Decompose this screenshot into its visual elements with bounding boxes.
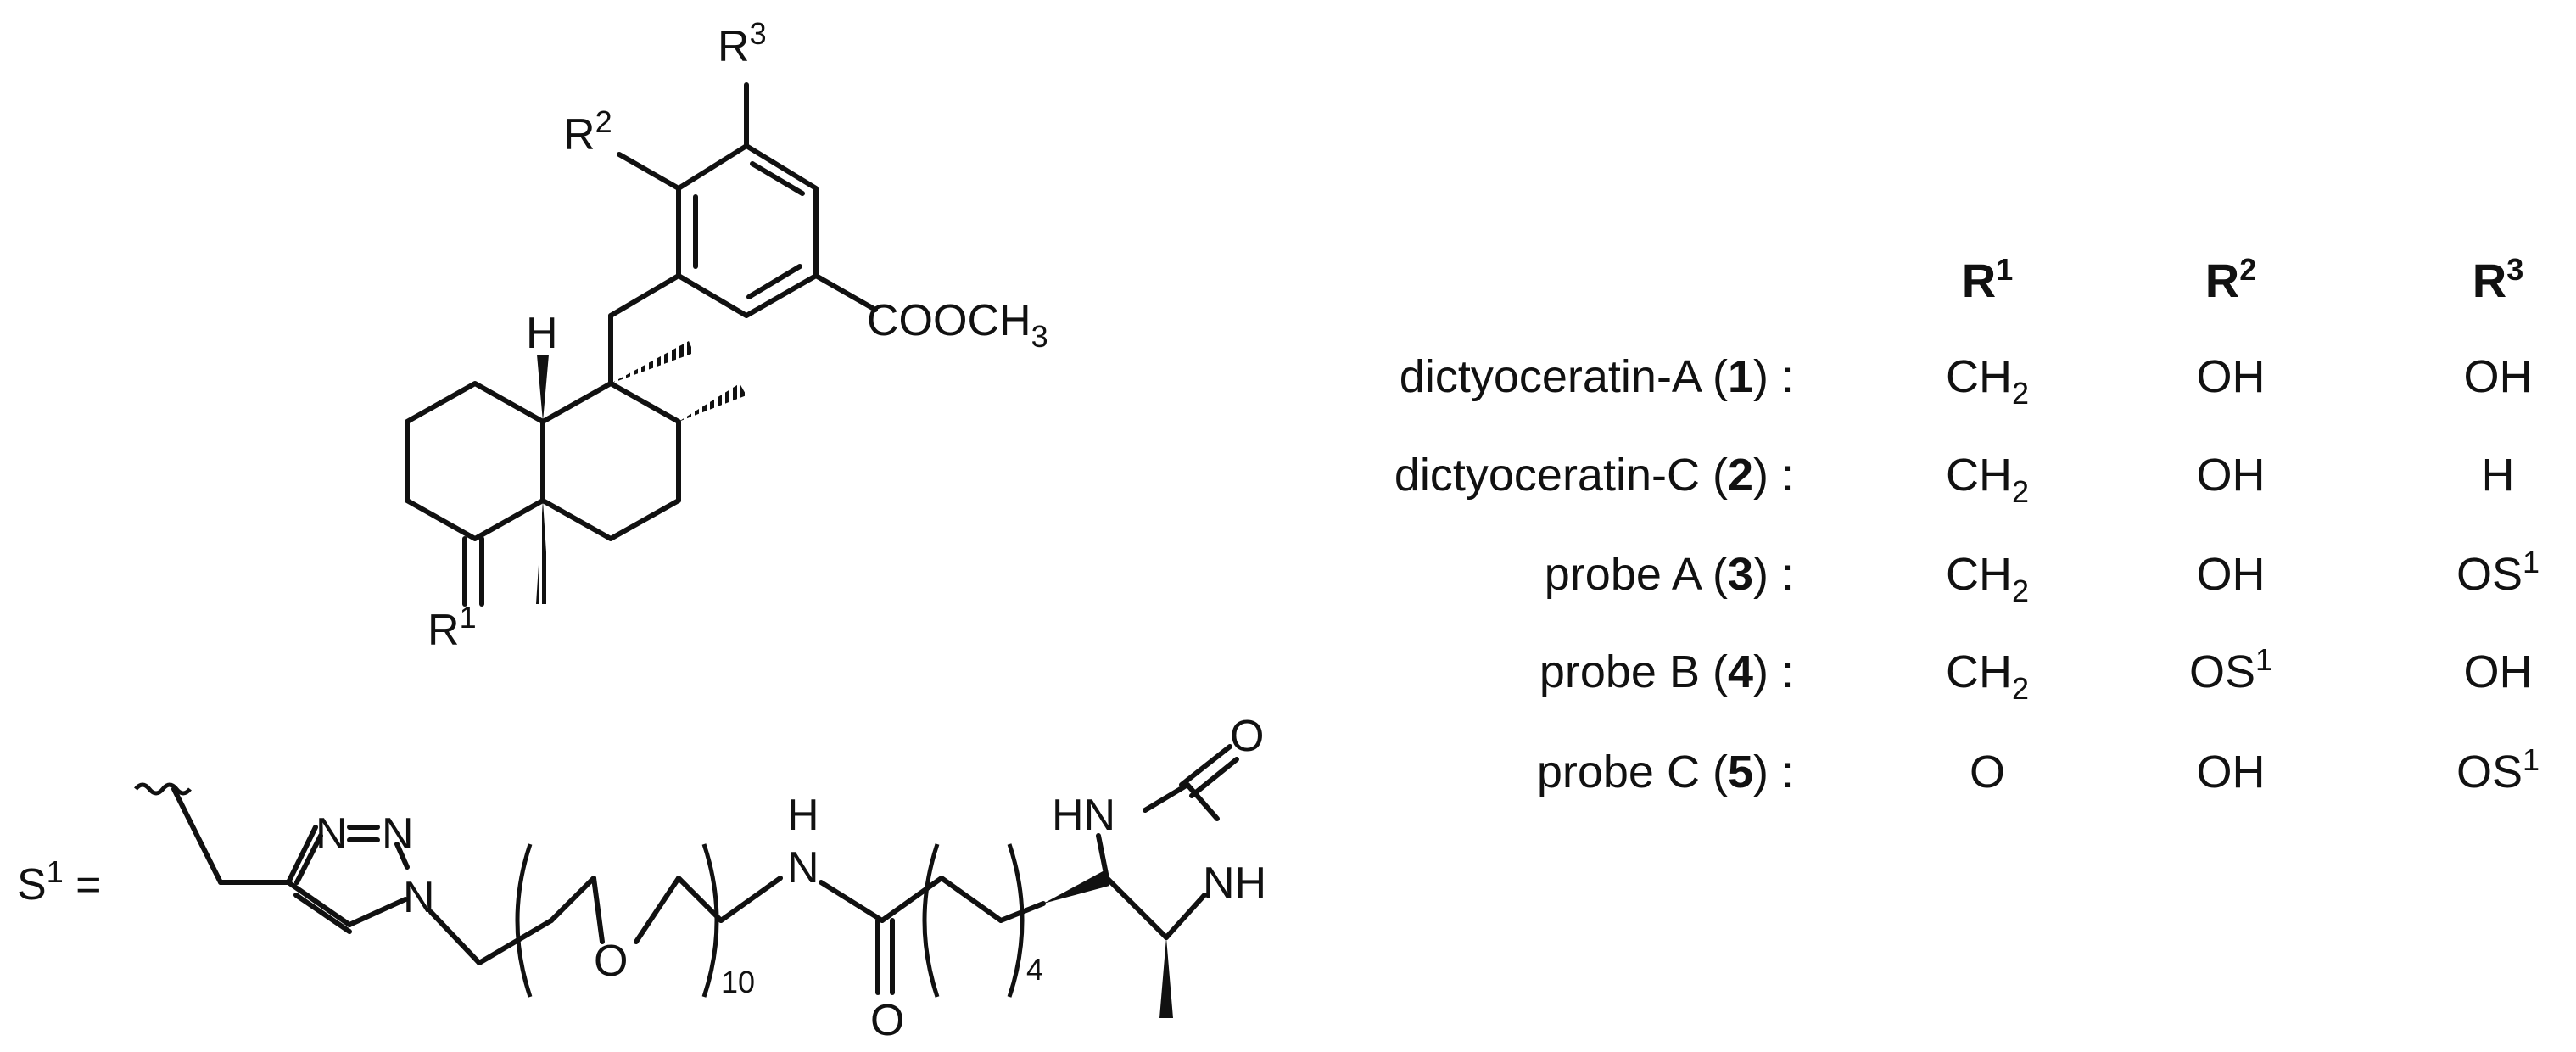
aromatic-ring	[676, 143, 819, 318]
imidazolidinone-ring	[1096, 744, 1239, 940]
r1-value: CH2	[1946, 549, 2029, 608]
chain-bond-1	[880, 876, 944, 923]
r1-value: CH2	[1946, 450, 2029, 509]
table-row: dictyoceratin-A (1) : CH2 OH OH	[1400, 351, 2533, 411]
triazole-n3: N	[403, 873, 435, 922]
triazole-link-bond	[171, 786, 223, 885]
table-row: probe C (5) : O OH OS1	[1537, 742, 2540, 797]
chain-paren-right	[1007, 843, 1025, 998]
peg-repeat-count: 10	[721, 965, 755, 999]
peg-oxygen: O	[594, 937, 628, 986]
amine-link-bond	[718, 876, 783, 923]
triazole-n1: N	[316, 809, 348, 859]
header-r2: R2	[2205, 252, 2256, 307]
r2-value: OS1	[2189, 642, 2272, 697]
nh-label: NH	[1203, 859, 1266, 908]
r1-label: R1	[427, 600, 477, 655]
benzyl-bond-1	[608, 273, 681, 318]
h-wedge	[537, 355, 549, 422]
ester-bond	[813, 273, 878, 312]
methyl-wedge	[1159, 937, 1173, 1018]
peg-bond-1	[428, 909, 482, 965]
amide-h: H	[787, 791, 819, 840]
chain-bond-2	[939, 876, 1003, 923]
compound-name: dictyoceratin-C (2) :	[1394, 450, 1794, 501]
r3-value: OH	[2464, 646, 2533, 697]
peg-bond-4	[591, 876, 605, 944]
chain-wedge	[1043, 870, 1109, 904]
chain-paren-left	[922, 843, 940, 998]
h-atom-label: H	[526, 309, 558, 358]
peg-bond-5	[634, 876, 681, 944]
r2-bond	[617, 152, 681, 191]
triazole-n2: N	[382, 809, 414, 859]
r2-label: R2	[563, 104, 612, 159]
s1-substituent: S1 = N N N O 10 H N	[17, 712, 1266, 1045]
header-r1: R1	[1962, 252, 2013, 307]
r2-value: OH	[2197, 450, 2266, 501]
compound-name: probe C (5) :	[1537, 747, 1794, 797]
s1-label: S1 =	[17, 854, 102, 909]
triazole-ring	[286, 825, 410, 934]
urea-oxygen: O	[1230, 712, 1264, 761]
methyl-hash-1	[611, 341, 694, 383]
chain-bond-3	[998, 901, 1046, 923]
chain-repeat-count: 4	[1026, 952, 1043, 987]
peg-bond-3	[549, 876, 596, 923]
peg-bond-6	[676, 876, 724, 923]
compound-name: probe B (4) :	[1539, 646, 1794, 697]
r3-value: OS1	[2456, 742, 2540, 797]
peg-paren-left	[515, 843, 533, 998]
attachment-wavy-bond	[134, 782, 192, 796]
header-r3: R3	[2473, 252, 2523, 307]
r2-value: OH	[2197, 747, 2266, 797]
table-row: probe A (3) : CH2 OH OS1	[1545, 545, 2540, 608]
r3-value: OS1	[2456, 545, 2540, 600]
table-row: probe B (4) : CH2 OS1 OH	[1539, 642, 2533, 706]
table-row: dictyoceratin-C (2) : CH2 OH H	[1394, 450, 2515, 509]
r1-value: O	[1970, 747, 2005, 797]
peg-paren-right	[701, 843, 719, 998]
r3-value: H	[2482, 450, 2515, 501]
amide-n: N	[787, 843, 819, 893]
core-scaffold: R3 R2 H COOCH3 R1	[405, 16, 1048, 655]
compound-name: dictyoceratin-A (1) :	[1400, 351, 1794, 402]
r2-value: OH	[2197, 549, 2266, 600]
carbonyl-oxygen: O	[870, 996, 904, 1045]
peg-bond-2	[477, 918, 554, 965]
r3-value: OH	[2464, 351, 2533, 402]
hn-label: HN	[1052, 791, 1115, 840]
methyl-hash-3	[536, 501, 550, 604]
r1-value: CH2	[1946, 646, 2029, 706]
substituent-table: R1 R2 R3 dictyoceratin-A (1) : CH2 OH OH…	[1394, 252, 2540, 797]
r3-label: R3	[718, 16, 767, 71]
methyl-hash-2	[679, 383, 746, 422]
r2-value: OH	[2197, 351, 2266, 402]
amide-bond	[819, 880, 885, 923]
ester-label: COOCH3	[867, 296, 1048, 354]
compound-name: probe A (3) :	[1545, 549, 1794, 600]
r1-value: CH2	[1946, 351, 2029, 411]
